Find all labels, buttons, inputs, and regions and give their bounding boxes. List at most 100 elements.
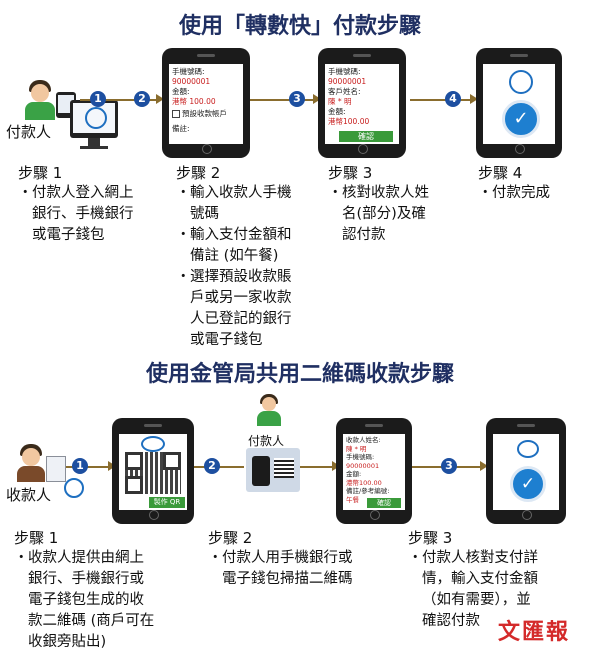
step-badge-3: 3 (289, 91, 305, 107)
s2-step1-head: 步驟 1 (14, 529, 59, 547)
bullet-text: 銀行、手機銀行或 (28, 571, 144, 587)
s1-step1: 步驟 1 ・付款人登入網上 銀行、手機銀行 或電子錢包 (18, 162, 168, 246)
bullet-text: 人已登記的銀行 (190, 311, 292, 327)
section2-title: 使用金管局共用二維碼收款步驟 (145, 362, 454, 387)
bullet-text: 付款人核對支付詳 (422, 550, 538, 566)
payer-person-icon (22, 80, 58, 120)
phone-line: 90000001 (346, 461, 380, 470)
bullet-text: 備註 (如午餐) (190, 248, 279, 264)
phone-step4: ✓ (476, 48, 562, 158)
fps-logo-icon (509, 70, 533, 94)
bullet-text: 收款人提供由網上 (28, 550, 144, 566)
s1-step3: 步驟 3 ・核對收款人姓 名(部分)及確 認付款 (328, 162, 468, 246)
s1-step2: 步驟 2 ・輸入收款人手機 號碼 ・輸入支付金額和 備註 (如午餐) ・選擇預設… (176, 162, 336, 351)
arrow-3-line (410, 99, 474, 101)
scanning-photo (246, 448, 300, 492)
bullet-text: 選擇預設收款賬 (190, 269, 292, 285)
bullet-text: 輸入收款人手機 (190, 185, 292, 201)
phone-line: 港幣100.00 (346, 478, 382, 487)
phone-line: 金額: (346, 470, 362, 478)
s2-arrow-1-line (66, 466, 112, 468)
bullet-text: 銀行、手機銀行 (32, 206, 134, 222)
bullet-text: 認付款 (342, 227, 386, 243)
phone2-line: 港幣 100.00 (172, 97, 216, 106)
bullet-text: 情，輸入支付金額 (422, 571, 538, 587)
check-icon: ✓ (510, 466, 546, 502)
step-badge-1: 1 (90, 91, 106, 107)
s2-step-badge-3: 3 (441, 458, 457, 474)
phone3-line: 90000001 (328, 77, 367, 86)
payee-label: 收款人 (6, 486, 52, 504)
checkbox-icon (172, 110, 180, 118)
phone-step2: 手機號碼: 90000001 金額: 港幣 100.00 預設收款帳戶 備註: (162, 48, 250, 158)
bullet-text: 付款完成 (492, 185, 550, 201)
s2-step2: 步驟 2 ・付款人用手機銀行或 電子錢包掃描二維碼 (208, 527, 418, 590)
arrow-2-line (250, 99, 316, 101)
s2-step2-head: 步驟 2 (208, 529, 253, 547)
phone-line: 午餐 (346, 495, 359, 504)
phone3-line: 手機號碼: (328, 67, 361, 76)
s1-step4: 步驟 4 ・付款完成 (478, 162, 588, 204)
arrow-1-head (156, 94, 164, 104)
fps-logo-icon (141, 436, 165, 452)
watermark-logo: 文匯報 (498, 620, 571, 645)
phone2-line: 90000001 (172, 77, 211, 86)
phone3-line: 金額: (328, 107, 346, 116)
s2-arrow-2b-line (298, 466, 336, 468)
arrow-1-line (80, 99, 160, 101)
fps-logo-icon (517, 440, 539, 458)
phone-qr: 製作 QR (112, 418, 194, 524)
s2-step3: 步驟 3 ・付款人核對支付詳 情，輸入支付金額 （如有需要），並 確認付款 (408, 527, 598, 632)
confirm-button[interactable]: 確認 (367, 498, 401, 508)
bullet-text: 電子錢包生成的收 (28, 592, 144, 608)
bullet-text: 確認付款 (422, 613, 480, 629)
bullet-text: 付款人登入網上 (32, 185, 134, 201)
phone-line: 收款人姓名: (346, 436, 381, 444)
phone-line: 備註/參考編號: (346, 487, 390, 495)
phone-s2-success: ✓ (486, 418, 566, 524)
phone-s2-confirm: 收款人姓名: 陳 * 明 手機號碼: 90000001 金額: 港幣100.00… (336, 418, 412, 524)
phone-line: 陳 * 明 (346, 444, 367, 453)
phone3-line: 陳 * 明 (328, 97, 352, 106)
phone-line: 手機號碼: (346, 453, 375, 461)
monitor-stand (88, 138, 100, 146)
phone3-line: 客戶姓名: (328, 87, 361, 96)
s2-step1: 步驟 1 ・收款人提供由網上 銀行、手機銀行或 電子錢包生成的收 款二維碼 (商… (14, 527, 214, 653)
s1-step1-head: 步驟 1 (18, 164, 63, 182)
bullet-text: 或電子錢包 (190, 332, 263, 348)
s1-step4-head: 步驟 4 (478, 164, 523, 182)
qr-code-icon (125, 452, 181, 494)
s2-step-badge-1: 1 (72, 458, 88, 474)
confirm-button[interactable]: 確認 (339, 131, 393, 142)
payee-person-icon (14, 444, 48, 482)
arrow-2-head (313, 94, 321, 104)
phone2-line: 備註: (172, 124, 190, 133)
bullet-text: 款二維碼 (商戶可在 (28, 613, 155, 629)
bullet-text: 號碼 (190, 206, 219, 222)
bullet-text: 戶或另一家收款 (190, 290, 292, 306)
s2-arrow-3-head (480, 461, 488, 471)
section1-title: 使用「轉數快」付款步驟 (178, 14, 421, 39)
phone-step3: 手機號碼: 90000001 客戶姓名: 陳 * 明 金額: 港幣100.00 … (318, 48, 406, 158)
s2-payer-label: 付款人 (248, 434, 285, 448)
phone-icon (252, 456, 270, 486)
document-icon (46, 456, 66, 482)
make-qr-button[interactable]: 製作 QR (149, 497, 185, 508)
bullet-text: 收銀旁貼出) (28, 634, 107, 650)
phone2-line: 金額: (172, 87, 190, 96)
monitor-base (80, 146, 108, 149)
arrow-3-head (470, 94, 478, 104)
fps-logo-icon (64, 478, 84, 498)
bullet-text: （如有需要），並 (422, 592, 531, 608)
s2-step-badge-2: 2 (204, 458, 220, 474)
bullet-text: 輸入支付金額和 (190, 227, 292, 243)
bullet-text: 電子錢包掃描二維碼 (222, 571, 353, 587)
s1-step3-head: 步驟 3 (328, 164, 373, 182)
bullet-text: 名(部分)及確 (342, 206, 426, 222)
payer-person-icon (256, 394, 282, 426)
s2-step3-head: 步驟 3 (408, 529, 453, 547)
step-badge-2: 2 (134, 91, 150, 107)
check-icon: ✓ (502, 100, 540, 138)
phone3-line: 港幣100.00 (328, 117, 370, 126)
qr-code-icon (274, 458, 294, 478)
